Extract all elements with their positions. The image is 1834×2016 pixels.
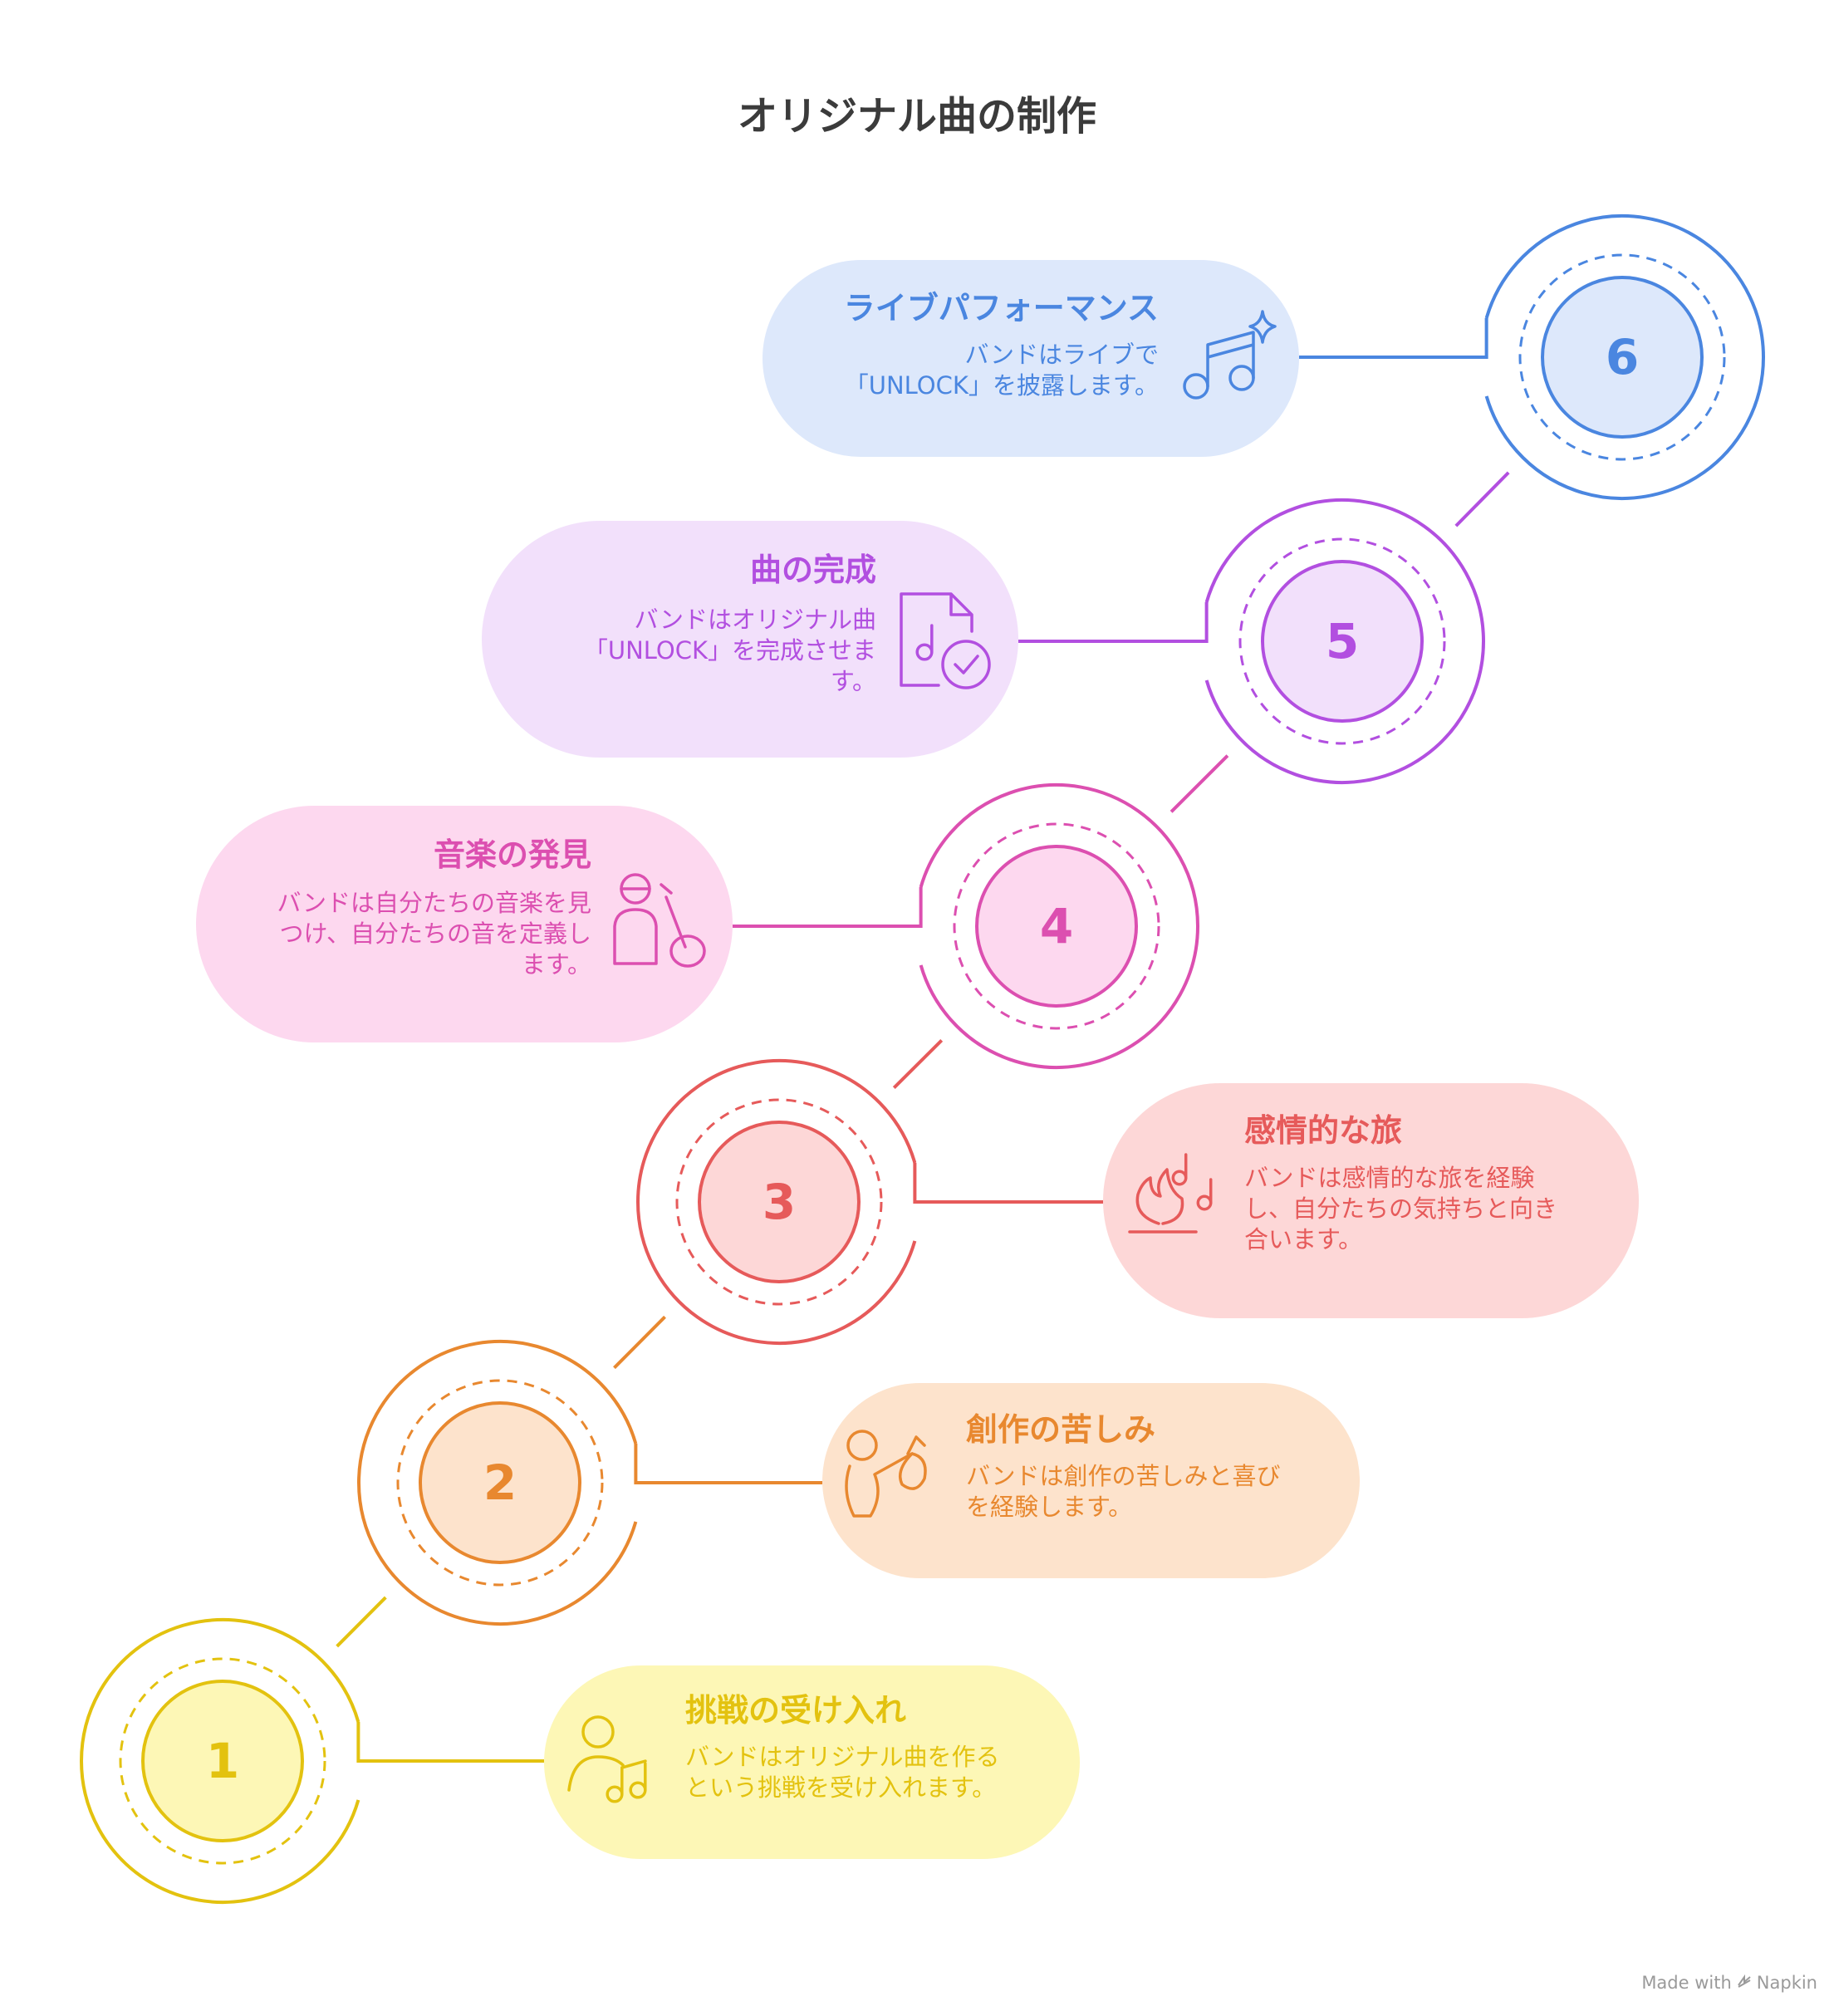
dashed-ring-6 bbox=[1518, 253, 1726, 461]
description-line: バンドはオリジナル曲を作る bbox=[685, 1743, 1000, 1771]
dashed-ring-4 bbox=[953, 822, 1160, 1030]
struggle-figure-icon bbox=[845, 1430, 927, 1518]
dashed-ring-3 bbox=[675, 1098, 883, 1306]
number-circle-1 bbox=[141, 1680, 304, 1842]
step-number-6: 6 bbox=[1606, 329, 1639, 385]
guitarist-icon bbox=[613, 873, 706, 968]
description-line: という挑戦を受け入れます。 bbox=[685, 1773, 997, 1802]
connector-line-4 bbox=[733, 887, 923, 928]
outer-ring-4 bbox=[919, 783, 1199, 1069]
step-4: 4 bbox=[196, 754, 1229, 1069]
napkin-watermark: Made with Napkin bbox=[1641, 1973, 1817, 1993]
page-title: オリジナル曲の制作 bbox=[737, 93, 1096, 140]
description-line: 合います。 bbox=[1244, 1225, 1363, 1253]
step-description-4: バンドは自分たちの音楽を見つけ、自分たちの音を定義します。 bbox=[277, 888, 591, 980]
dashed-ring-5 bbox=[1238, 537, 1446, 745]
description-line: し、自分たちの気持ちと向き bbox=[1244, 1194, 1558, 1223]
description-line: を経験します。 bbox=[966, 1493, 1133, 1521]
number-circle-6 bbox=[1541, 276, 1704, 439]
number-circle-2 bbox=[419, 1401, 581, 1564]
step-5: 5 bbox=[482, 471, 1510, 784]
step-card-6 bbox=[763, 260, 1299, 457]
step-card-3 bbox=[1103, 1083, 1639, 1318]
step-title-5: 曲の完成 bbox=[749, 552, 876, 588]
step-link-2 bbox=[613, 1315, 666, 1370]
napkin-logo-icon bbox=[1737, 1973, 1752, 1993]
step-title-2: 創作の苦しみ bbox=[966, 1411, 1156, 1448]
description-line: す。 bbox=[830, 667, 876, 695]
napkin-brand-label: Napkin bbox=[1756, 1973, 1817, 1993]
step-link-3 bbox=[892, 1039, 944, 1089]
step-title-6: ライブパフォーマンス bbox=[843, 290, 1159, 326]
step-title-3: 感情的な旅 bbox=[1244, 1112, 1403, 1149]
number-circle-4 bbox=[975, 845, 1138, 1008]
connector-line-6 bbox=[1299, 318, 1488, 359]
connector-line-2 bbox=[634, 1444, 822, 1484]
step-3: 3 bbox=[636, 1039, 1639, 1345]
step-number-3: 3 bbox=[763, 1174, 796, 1230]
made-with-label: Made with bbox=[1641, 1973, 1732, 1993]
description-line: 「UNLOCK」を披露します。 bbox=[844, 371, 1159, 400]
number-circle-3 bbox=[698, 1121, 861, 1283]
step-description-1: バンドはオリジナル曲を作るという挑戦を受け入れます。 bbox=[685, 1742, 999, 1803]
step-number-5: 5 bbox=[1326, 613, 1359, 670]
description-line: ます。 bbox=[521, 950, 591, 979]
step-title-1: 挑戦の受け入れ bbox=[685, 1692, 907, 1729]
music-file-check-icon bbox=[900, 592, 991, 689]
connector-line-3 bbox=[913, 1163, 1103, 1204]
step-number-1: 1 bbox=[206, 1733, 239, 1789]
description-line: バンドは感情的な旅を経験 bbox=[1244, 1164, 1535, 1192]
person-music-icon bbox=[567, 1715, 647, 1803]
step-number-4: 4 bbox=[1040, 898, 1073, 954]
outer-ring-6 bbox=[1484, 214, 1765, 500]
step-link-1 bbox=[336, 1596, 387, 1648]
step-link-5 bbox=[1454, 471, 1510, 527]
connector-line-1 bbox=[356, 1722, 544, 1763]
outer-ring-2 bbox=[357, 1340, 638, 1626]
number-circle-5 bbox=[1261, 560, 1424, 723]
step-6: 6 bbox=[763, 214, 1765, 500]
outer-ring-1 bbox=[80, 1618, 360, 1904]
step-card-1 bbox=[544, 1665, 1080, 1859]
step-description-5: バンドはオリジナル曲「UNLOCK」を完成させます。 bbox=[584, 605, 876, 697]
outer-ring-5 bbox=[1204, 498, 1485, 784]
description-line: 「UNLOCK」を完成させま bbox=[583, 636, 876, 665]
step-card-2 bbox=[822, 1383, 1360, 1578]
description-line: バンドは創作の苦しみと喜び bbox=[966, 1462, 1281, 1490]
description-line: つけ、自分たちの音を定義し bbox=[279, 920, 591, 948]
connector-line-5 bbox=[1018, 602, 1209, 643]
dashed-ring-1 bbox=[119, 1657, 326, 1865]
fire-music-icon bbox=[1128, 1153, 1213, 1234]
dashed-ring-2 bbox=[396, 1379, 604, 1587]
step-2: 2 bbox=[357, 1315, 1360, 1626]
step-card-5 bbox=[482, 521, 1018, 758]
step-card-4 bbox=[196, 806, 733, 1042]
step-description-2: バンドは創作の苦しみと喜びを経験します。 bbox=[966, 1461, 1280, 1523]
description-line: バンドはライブで bbox=[964, 341, 1159, 369]
step-link-4 bbox=[1170, 754, 1229, 813]
step-number-2: 2 bbox=[483, 1454, 517, 1511]
step-description-6: バンドはライブで「UNLOCK」を披露します。 bbox=[845, 340, 1159, 401]
step-title-4: 音楽の発見 bbox=[433, 836, 591, 873]
outer-ring-3 bbox=[636, 1059, 917, 1345]
music-sparkle-icon bbox=[1183, 310, 1277, 400]
description-line: バンドはオリジナル曲 bbox=[634, 606, 876, 634]
step-1: 1 bbox=[80, 1596, 1080, 1904]
step-description-3: バンドは感情的な旅を経験し、自分たちの気持ちと向き合います。 bbox=[1244, 1163, 1557, 1255]
description-line: バンドは自分たちの音楽を見 bbox=[277, 889, 591, 917]
